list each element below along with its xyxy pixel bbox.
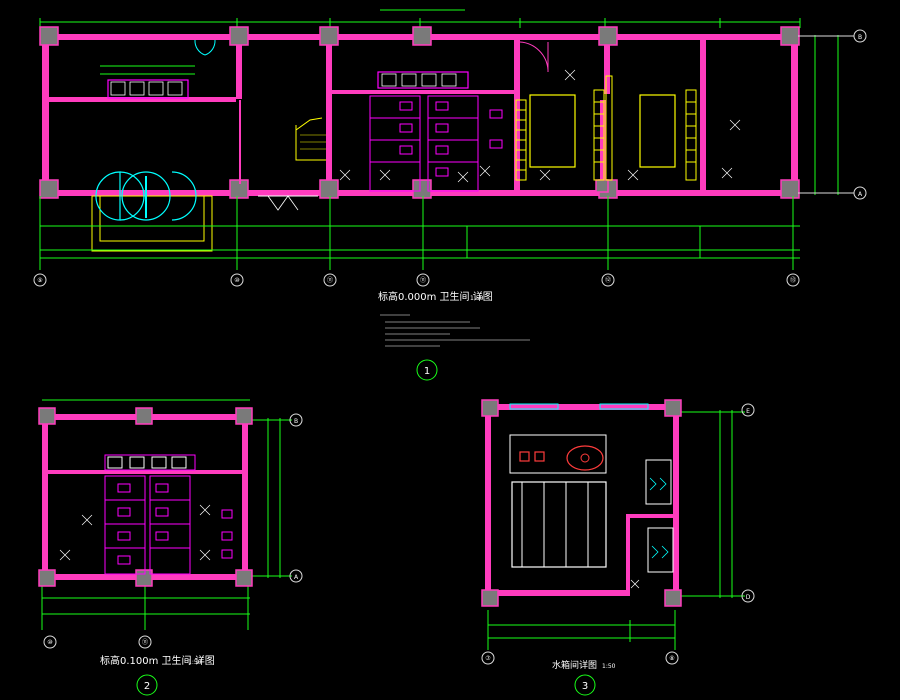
main-plan: ⑨ ⑩ ⑪ ⑪ ⑫ ⑬ B A 标高0.000m 卫生间 详图 1:50 1 xyxy=(33,9,867,381)
main-right-dimensions xyxy=(800,35,850,195)
main-axis-label-5: ⑫ xyxy=(605,276,611,284)
third-dimensions xyxy=(487,410,745,650)
third-window-1 xyxy=(509,403,559,410)
second-detail-number: 2 xyxy=(144,681,150,692)
main-scale: 1:50 xyxy=(470,295,484,302)
third-equipment xyxy=(509,434,674,589)
main-top-dimensions xyxy=(39,9,801,28)
main-notes xyxy=(380,314,530,347)
third-axis-label-2: ⑧ xyxy=(669,655,674,662)
second-plan: ⑩ ⑪ B A 标高0.100m 卫生间 详图 1:50 2 xyxy=(38,399,303,696)
third-axis-label-d: D xyxy=(746,594,751,601)
main-columns xyxy=(39,26,800,199)
third-detail-circle xyxy=(574,674,596,696)
third-detail-number: 3 xyxy=(582,681,588,692)
main-axis-label-1: ⑨ xyxy=(37,277,42,284)
main-axis-labels: ⑨ ⑩ ⑪ ⑪ ⑫ ⑬ B A xyxy=(37,34,863,284)
main-toilet-room xyxy=(295,69,741,192)
third-axis-label-e: E xyxy=(746,408,750,415)
main-axis-bubbles xyxy=(33,29,867,287)
main-axis-label-3: ⑪ xyxy=(327,276,333,284)
second-axis-label-b: B xyxy=(294,418,298,425)
second-scale: 1:50 xyxy=(188,659,202,666)
second-axis-bubbles xyxy=(43,413,303,649)
third-axis-bubbles xyxy=(481,403,755,665)
main-right-rooms xyxy=(515,41,697,181)
main-axis-label-6: ⑬ xyxy=(790,276,796,284)
main-axis-label-a: A xyxy=(858,191,863,198)
third-axis-label-1: ⑦ xyxy=(485,655,491,662)
second-dimensions xyxy=(41,399,292,630)
main-bottom-dimensions xyxy=(39,196,800,270)
second-axis-labels: ⑩ ⑪ B A xyxy=(47,418,299,646)
second-axis-label-1: ⑩ xyxy=(47,639,52,646)
third-plan: ⑦ ⑧ E D 水箱间详图 1:50 3 xyxy=(481,399,755,696)
third-title: 水箱间详图 xyxy=(552,659,597,671)
second-axis-label-2: ⑪ xyxy=(142,638,148,646)
third-axis-labels: ⑦ ⑧ E D xyxy=(485,408,750,662)
second-detail-circle xyxy=(136,674,158,696)
third-window-2 xyxy=(599,403,649,410)
third-columns xyxy=(481,399,682,607)
main-axis-label-4: ⑪ xyxy=(420,276,426,284)
main-left-room xyxy=(91,39,318,252)
main-detail-number: 1 xyxy=(424,366,430,377)
second-columns xyxy=(38,407,253,587)
third-walls xyxy=(485,404,680,596)
second-floor-drains xyxy=(59,504,211,561)
second-fixtures xyxy=(104,454,233,575)
second-axis-label-a: A xyxy=(294,574,299,581)
third-scale: 1:50 xyxy=(602,663,616,670)
main-detail-circle xyxy=(416,359,438,381)
main-floor-drains xyxy=(339,69,741,183)
main-axis-label-b: B xyxy=(858,34,862,41)
main-title: 标高0.000m 卫生间 详图 xyxy=(378,290,493,303)
main-axis-label-2: ⑩ xyxy=(234,277,239,284)
second-title: 标高0.100m 卫生间 详图 xyxy=(100,654,215,667)
